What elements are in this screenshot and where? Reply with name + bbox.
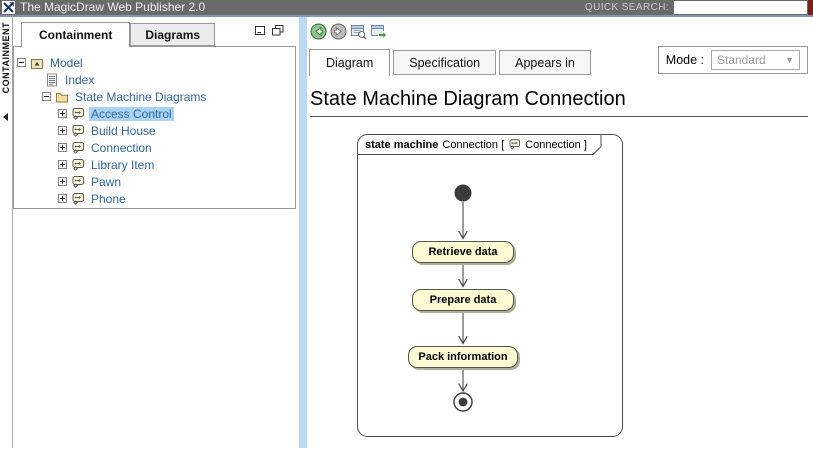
title-rule	[310, 116, 808, 117]
collapse-left-triangle-icon	[3, 113, 8, 121]
chevron-down-icon: ▼	[785, 55, 794, 65]
frame-keyword: state machine	[365, 138, 439, 151]
tree-item-access-control[interactable]: Access Control	[14, 105, 295, 122]
frame-title-outline	[357, 134, 602, 155]
main-tabs: Diagram Specification Appears in Mode : …	[307, 45, 813, 76]
diagram-frame	[357, 134, 623, 437]
state-machine-diagram-icon	[72, 107, 84, 120]
frame-ref: Connection ]	[525, 138, 587, 151]
tree-item-label[interactable]: Phone	[91, 191, 126, 206]
mode-box: Mode : Standard ▼	[657, 46, 808, 74]
index-icon	[47, 73, 57, 86]
sidebar-tabs: Containment Diagrams	[13, 19, 296, 47]
tree-item-connection[interactable]: Connection	[14, 139, 295, 156]
tree-item-state-machine-diagrams[interactable]: State Machine Diagrams	[14, 88, 295, 105]
tree-item-label[interactable]: Library Item	[91, 157, 155, 172]
mode-label: Mode :	[665, 53, 704, 67]
tab-diagrams-label: Diagrams	[145, 28, 201, 42]
tab-appears-in-label: Appears in	[515, 56, 575, 70]
tree-item-index[interactable]: Index	[14, 71, 295, 88]
state-machine-diagram-icon	[72, 158, 84, 171]
collapse-minus-icon[interactable]	[17, 58, 26, 67]
tab-diagrams[interactable]: Diagrams	[130, 23, 216, 46]
tree-item-pawn[interactable]: Pawn	[14, 173, 295, 190]
page-title: State Machine Diagram Connection	[310, 88, 626, 110]
tree-item-library-item[interactable]: Library Item	[14, 156, 295, 173]
tree-item-label[interactable]: Pawn	[91, 174, 122, 189]
mode-select[interactable]: Standard ▼	[711, 50, 800, 70]
tree-item-label[interactable]: Build House	[91, 123, 156, 138]
app-header: The MagicDraw Web Publisher 2.0 QUICK SE…	[0, 0, 813, 17]
tab-appears-in[interactable]: Appears in	[499, 50, 591, 75]
app-title: The MagicDraw Web Publisher 2.0	[20, 0, 206, 14]
diagram-canvas	[357, 134, 623, 437]
quick-search-label: QUICK SEARCH:	[584, 2, 669, 13]
folder-icon	[56, 92, 68, 102]
state-machine-diagram-icon	[72, 141, 84, 154]
minimize-panel-icon[interactable]	[255, 25, 266, 36]
tree-item-build-house[interactable]: Build House	[14, 122, 295, 139]
frame-name: Connection [	[442, 138, 505, 151]
collapse-minus-icon[interactable]	[42, 92, 51, 101]
state-machine-diagram-icon	[72, 192, 84, 205]
back-icon[interactable]	[310, 23, 327, 40]
containment-tree: Model Index State Machine Diagrams	[13, 46, 296, 209]
window-edge	[808, 0, 813, 15]
tab-specification[interactable]: Specification	[393, 50, 497, 75]
tree-item-model[interactable]: Model	[14, 54, 295, 71]
containment-collapse-strip[interactable]: CONTAINMENT	[0, 17, 13, 448]
final-node[interactable]	[453, 392, 473, 412]
frame-title: state machine Connection [ Connection ]	[365, 135, 587, 154]
main-panel: Diagram Specification Appears in Mode : …	[307, 17, 813, 448]
quick-search-input[interactable]	[674, 1, 807, 14]
tab-diagram[interactable]: Diagram	[309, 49, 391, 76]
navigation-toolbar	[307, 17, 813, 45]
mode-value: Standard	[717, 53, 766, 67]
forward-icon[interactable]	[330, 23, 347, 40]
cascade-windows-icon[interactable]	[272, 25, 284, 36]
tab-containment-label: Containment	[39, 28, 113, 42]
expand-plus-icon[interactable]	[58, 143, 67, 152]
initial-node[interactable]	[454, 184, 472, 202]
state-machine-diagram: state machine Connection [ Connection ] …	[310, 124, 810, 442]
tree-item-label[interactable]: Connection	[91, 140, 152, 155]
tree-item-label[interactable]: State Machine Diagrams	[75, 89, 207, 104]
state-prepare-data[interactable]: Prepare data	[412, 289, 514, 311]
state-machine-diagram-icon	[72, 175, 84, 188]
state-machine-diagram-icon	[509, 139, 521, 150]
expand-plus-icon[interactable]	[58, 177, 67, 186]
magicdraw-logo-icon	[2, 1, 15, 14]
state-machine-diagram-icon	[72, 124, 84, 137]
collapse-strip-label: CONTAINMENT	[1, 22, 11, 94]
expand-plus-icon[interactable]	[58, 109, 67, 118]
expand-plus-icon[interactable]	[58, 126, 67, 135]
tree-item-phone[interactable]: Phone	[14, 190, 295, 207]
tab-specification-label: Specification	[409, 56, 481, 70]
content-area: State Machine Diagram Connection	[307, 75, 813, 442]
select-in-tree-icon[interactable]	[350, 23, 367, 40]
state-pack-information[interactable]: Pack information	[408, 346, 518, 368]
tree-item-label[interactable]: Index	[65, 72, 95, 87]
tab-diagram-label: Diagram	[326, 56, 374, 70]
open-in-new-window-icon[interactable]	[370, 23, 387, 40]
tab-containment[interactable]: Containment	[21, 22, 131, 47]
state-retrieve-data[interactable]: Retrieve data	[412, 241, 514, 263]
model-icon	[31, 58, 43, 69]
panel-divider[interactable]	[299, 17, 307, 448]
tree-item-label[interactable]: Access Control	[89, 106, 174, 121]
containment-panel: Containment Diagrams	[13, 17, 299, 448]
tree-item-label[interactable]: Model	[50, 55, 83, 70]
expand-plus-icon[interactable]	[58, 194, 67, 203]
expand-plus-icon[interactable]	[58, 160, 67, 169]
